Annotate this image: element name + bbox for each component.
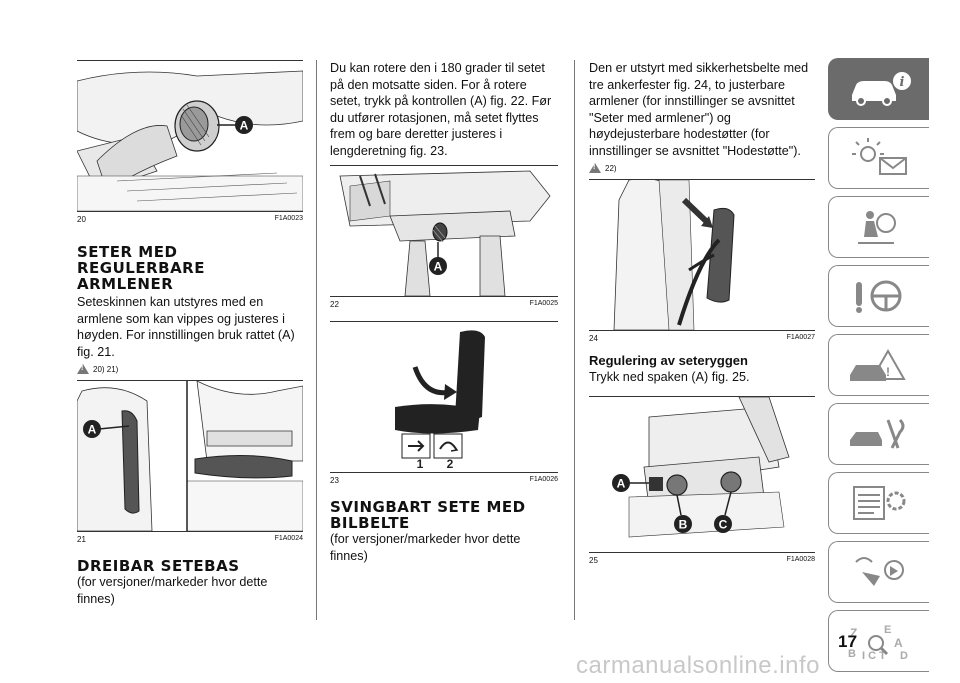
- paragraph-svingbart-note: (for versjoner/markeder hvor dette finne…: [330, 532, 521, 563]
- svg-text:A: A: [894, 636, 903, 650]
- figure-23-label-2: 2: [447, 457, 454, 471]
- column-2: Du kan rotere den i 180 grader til setet…: [330, 60, 558, 564]
- heading-dreibar-setebas: DREIBAR SETEBAS: [77, 557, 240, 575]
- tab-multimedia[interactable]: [828, 541, 929, 603]
- figure-23-label-1: 1: [417, 457, 424, 471]
- svg-text:B: B: [848, 648, 856, 660]
- figure-25-label-c: C: [719, 517, 728, 531]
- seat-with-belt-illustration: [613, 180, 735, 330]
- maintenance-tools-icon: [850, 418, 905, 449]
- airbag-safety-icon: [858, 211, 896, 244]
- svg-text:i: i: [900, 75, 905, 90]
- tab-key-steering[interactable]: [828, 265, 929, 327]
- paragraph-seatbelt: Den er utstyrt med sikkerhetsbelte med t…: [589, 61, 809, 158]
- figure-21-number: 21: [77, 535, 86, 544]
- figure-25-number: 25: [589, 555, 598, 565]
- seat-armrest-illustration: A: [77, 381, 303, 531]
- multimedia-icon: [855, 557, 904, 586]
- figure-20: A: [77, 60, 303, 212]
- warning-ref-text: 20) 21): [93, 364, 119, 374]
- dashboard-lights-icon: [852, 138, 907, 175]
- tab-car-info[interactable]: i: [828, 58, 929, 120]
- tab-emergency[interactable]: !: [828, 334, 929, 396]
- heading-regulering-seteryggen: Regulering av seteryggen: [589, 353, 748, 368]
- figure-25: A B C: [589, 395, 815, 553]
- paragraph-dreibar-note: (for versjoner/markeder hvor dette finne…: [77, 575, 268, 606]
- figure-20-number: 20: [77, 215, 86, 224]
- tab-dashboard-lights[interactable]: [828, 127, 929, 189]
- figure-20-label-a: A: [240, 119, 249, 133]
- column-divider-2: [574, 60, 575, 620]
- figure-24-code: F1A0027: [786, 334, 815, 341]
- figure-20-code: F1A0023: [274, 215, 303, 222]
- figure-23-code: F1A0026: [529, 476, 558, 483]
- figure-24-number: 24: [589, 334, 598, 343]
- column-3: Den er utstyrt med sikkerhetsbelte med t…: [589, 60, 815, 565]
- heading-svingbart-sete: SVINGBART SETE MED BILBELTE: [330, 498, 526, 532]
- tab-alphabetical-index[interactable]: Z E B I C T A D: [828, 610, 929, 672]
- figure-24-caption: 24 F1A0027: [589, 331, 815, 343]
- warning-reference: 20) 21): [77, 364, 303, 374]
- paragraph-rotation: Du kan rotere den i 180 grader til setet…: [330, 61, 552, 158]
- figure-22: A: [330, 165, 558, 297]
- figure-22-number: 22: [330, 300, 339, 309]
- paragraph-backrest: Trykk ned spaken (A) fig. 25.: [589, 370, 750, 384]
- emergency-warning-icon: !: [850, 348, 906, 381]
- seat-armrest-knob-illustration: A: [77, 70, 303, 211]
- column-1: A 20 F1A0023 SETER MED REGULERBARE ARMLE…: [77, 60, 303, 607]
- watermark-text: carmanualsonline.info: [576, 652, 820, 679]
- tab-technical-data[interactable]: [828, 472, 929, 534]
- figure-20-caption: 20 F1A0023: [77, 212, 303, 224]
- svg-text:E: E: [884, 624, 891, 636]
- warning-reference-2: 22): [589, 163, 815, 173]
- warning-triangle-icon: [77, 364, 89, 374]
- chapter-tabs: i !: [828, 58, 931, 679]
- car-info-icon: i: [852, 72, 911, 106]
- seat-adjustment-levers-illustration: A B C: [612, 396, 790, 537]
- figure-22-code: F1A0025: [529, 300, 558, 307]
- figure-24: [589, 179, 815, 331]
- figure-25-label-b: B: [679, 517, 688, 531]
- alphabetical-index-icon: Z E B I C T A D: [848, 624, 908, 661]
- svg-text:D: D: [900, 650, 908, 661]
- seat-rotation-diagram: 1 2: [395, 330, 485, 471]
- paragraph-armrest: Seteskinnen kan utstyres med en armlene …: [77, 295, 295, 359]
- tab-maintenance[interactable]: [828, 403, 929, 465]
- figure-21-caption: 21 F1A0024: [77, 532, 303, 544]
- figure-25-caption: 25 F1A0028: [589, 553, 815, 565]
- figure-25-code: F1A0028: [786, 555, 815, 563]
- svg-text:!: !: [886, 365, 890, 379]
- figure-23-caption: 23 F1A0026: [330, 473, 558, 485]
- key-steering-wheel-icon: [856, 280, 902, 313]
- technical-data-icon: [853, 486, 906, 520]
- figure-21-code: F1A0024: [274, 535, 303, 542]
- page-number: 17: [838, 632, 857, 651]
- warning-ref-text-2: 22): [605, 163, 617, 173]
- warning-triangle-icon: [589, 163, 601, 173]
- figure-22-caption: 22 F1A0025: [330, 297, 558, 309]
- figure-23: 1 2: [330, 321, 558, 473]
- figure-22-label-a: A: [434, 260, 443, 274]
- figure-21-label-a: A: [88, 423, 97, 437]
- figure-25-label-a: A: [617, 476, 626, 490]
- heading-seter-med-regulerbare-armlener: SETER MED REGULERBARE ARMLENER: [77, 243, 205, 293]
- figure-23-number: 23: [330, 476, 339, 485]
- rotating-seat-base-illustration: A: [339, 170, 551, 296]
- tab-airbag-safety[interactable]: [828, 196, 929, 258]
- svg-text:I C T: I C T: [862, 650, 886, 661]
- column-divider-1: [316, 60, 317, 620]
- svg-text:Z: Z: [850, 626, 857, 640]
- figure-21: A: [77, 380, 303, 532]
